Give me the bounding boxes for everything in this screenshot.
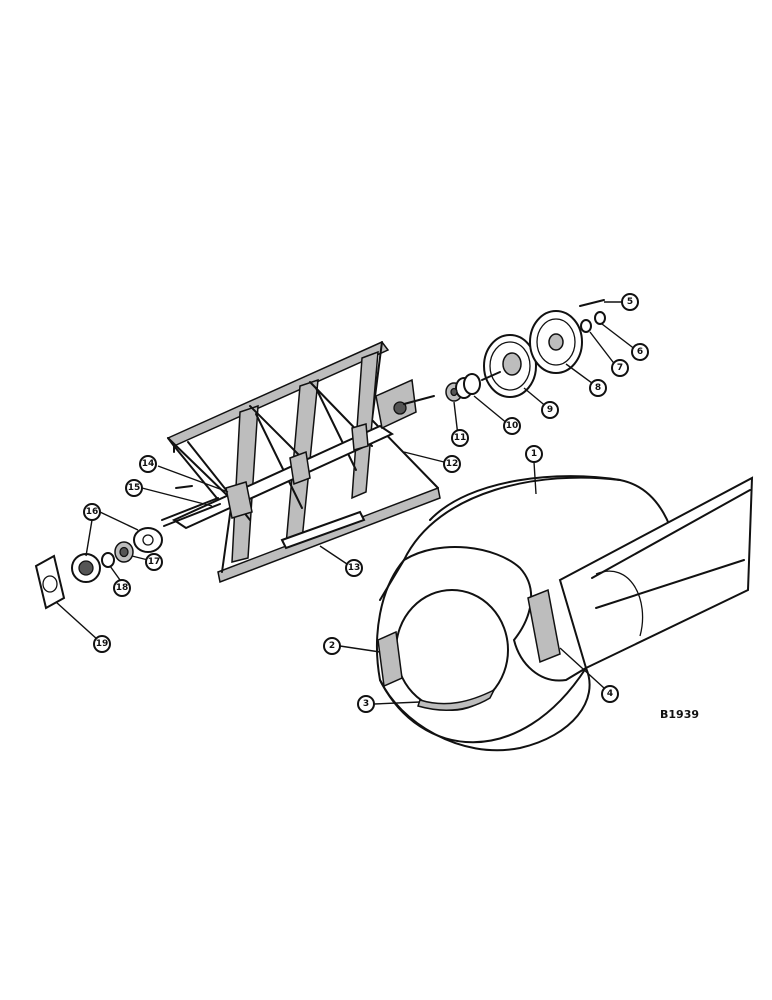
bracket-part-2 <box>377 630 403 688</box>
svg-text:6: 6 <box>637 347 643 357</box>
svg-text:4: 4 <box>607 689 613 699</box>
svg-text:18: 18 <box>116 583 129 593</box>
svg-text:10: 10 <box>506 421 519 431</box>
callout-11: 11 <box>451 429 469 447</box>
callout-1: 1 <box>525 445 543 463</box>
reel-beater-assembly <box>161 341 441 584</box>
bearing-part-17 <box>114 541 134 563</box>
plate-part-19 <box>34 554 66 610</box>
pulley-hardware <box>445 299 606 402</box>
bracket-part-4 <box>527 588 561 664</box>
callout-7: 7 <box>611 359 629 377</box>
svg-text:7: 7 <box>617 363 623 373</box>
svg-text:2: 2 <box>329 641 335 651</box>
washer-part-18 <box>101 552 115 568</box>
figure-code: B1939 <box>660 708 699 721</box>
svg-text:16: 16 <box>86 507 99 517</box>
strip-part-3 <box>417 688 496 711</box>
svg-text:11: 11 <box>454 433 467 443</box>
callout-17: 17 <box>145 553 163 571</box>
svg-text:8: 8 <box>595 383 601 393</box>
washer-part-7 <box>580 319 592 333</box>
pulley-part-9 <box>481 334 537 398</box>
callout-15: 15 <box>125 479 143 497</box>
callout-13: 13 <box>345 559 363 577</box>
svg-text:13: 13 <box>348 563 361 573</box>
callout-8: 8 <box>589 379 607 397</box>
svg-text:9: 9 <box>547 405 553 415</box>
bearing-parts <box>34 527 163 610</box>
svg-text:3: 3 <box>363 699 369 709</box>
bearing-flange-part-16 <box>133 527 163 553</box>
svg-text:17: 17 <box>148 557 161 567</box>
callout-5: 5 <box>621 293 639 311</box>
callout-3: 3 <box>357 695 375 713</box>
pulley-part-8 <box>529 310 583 374</box>
svg-text:5: 5 <box>627 297 633 307</box>
key-part-5 <box>579 299 605 307</box>
svg-text:14: 14 <box>142 459 155 469</box>
callout-6: 6 <box>631 343 649 361</box>
callout-16: 16 <box>83 503 101 521</box>
bearing-flange-part-16b <box>71 553 101 583</box>
callout-10: 10 <box>503 417 521 435</box>
collar-part-11 <box>445 373 481 402</box>
leader-lines <box>55 301 637 705</box>
callout-12: 12 <box>443 455 461 473</box>
callout-4: 4 <box>601 685 619 703</box>
callout-14: 14 <box>139 455 157 473</box>
svg-text:12: 12 <box>446 459 459 469</box>
drum-housing <box>376 475 754 752</box>
callout-18: 18 <box>113 579 131 597</box>
svg-text:1: 1 <box>531 449 537 459</box>
nut-part-6 <box>594 311 606 325</box>
callout-2: 2 <box>323 637 341 655</box>
callouts: 1 2 3 4 5 6 7 8 <box>83 293 649 713</box>
callout-9: 9 <box>541 401 559 419</box>
svg-text:15: 15 <box>128 483 141 493</box>
callout-19: 19 <box>93 635 111 653</box>
svg-text:19: 19 <box>96 639 109 649</box>
